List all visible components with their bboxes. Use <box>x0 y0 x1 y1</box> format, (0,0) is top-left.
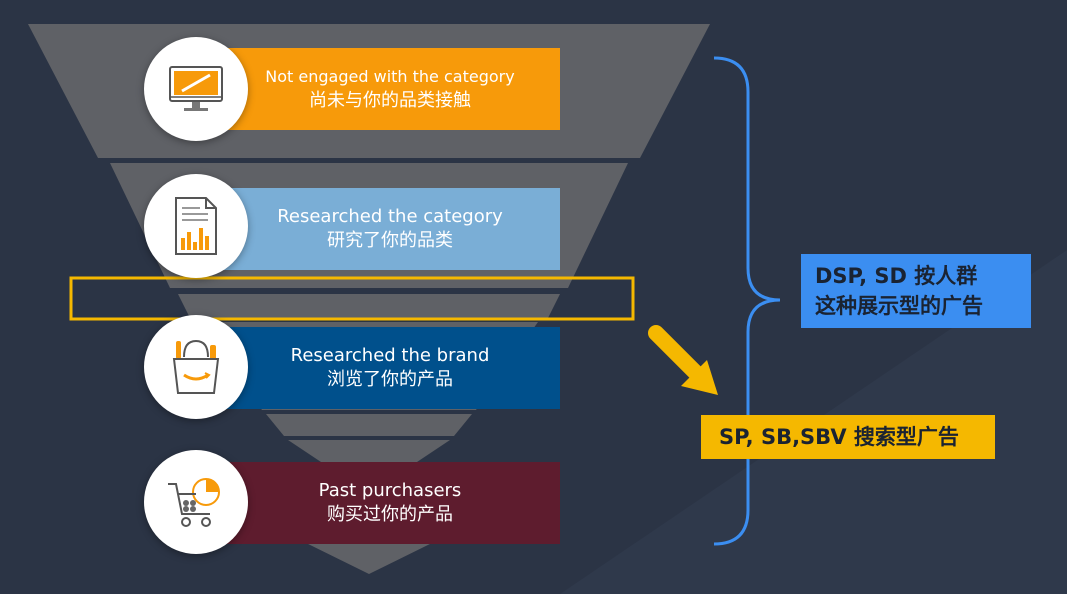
stage-bar-not-engaged: Not engaged with the category 尚未与你的品类接触 <box>220 48 560 130</box>
display-ads-label: DSP, SD 按人群 这种展示型的广告 <box>801 254 1031 328</box>
stage-zh-label: 尚未与你的品类接触 <box>309 90 471 111</box>
stage-en-label: Researched the brand <box>290 345 490 366</box>
stage-zh-label: 研究了你的品类 <box>327 230 453 251</box>
monitor-icon <box>169 66 223 111</box>
stage-zh-label: 浏览了你的产品 <box>327 369 453 390</box>
display-ads-line-2: 这种展示型的广告 <box>815 294 983 318</box>
shopping-cart-icon <box>168 478 220 527</box>
stage-bar-past-purchasers: Past purchasers 购买过你的产品 <box>220 462 560 544</box>
stage-en-label: Researched the category <box>277 206 503 227</box>
stage-en-label: Past purchasers <box>318 480 462 501</box>
arrow-shaft <box>648 325 704 381</box>
report-chart-icon <box>175 197 217 255</box>
funnel-layer-5 <box>266 414 472 436</box>
stage-icon-circle <box>144 450 248 554</box>
curly-bracket <box>713 56 781 546</box>
highlight-rectangle <box>69 276 635 321</box>
stage-bar-researched-category: Researched the category 研究了你的品类 <box>220 188 560 270</box>
stage-bar-researched-brand: Researched the brand 浏览了你的产品 <box>220 327 560 409</box>
funnel-layer-6 <box>288 440 450 464</box>
stage-icon-circle <box>144 315 248 419</box>
stage-zh-label: 购买过你的产品 <box>327 504 453 525</box>
funnel-layer-3 <box>178 294 560 318</box>
search-ads-label: SP, SB,SBV 搜索型广告 <box>701 415 995 459</box>
stage-en-label: Not engaged with the category <box>265 67 515 86</box>
stage-icon-circle <box>144 174 248 278</box>
stage-icon-circle <box>144 37 248 141</box>
display-ads-line-1: DSP, SD 按人群 <box>815 264 978 288</box>
shopping-bag-icon <box>172 339 220 394</box>
funnel-layer-7 <box>300 540 438 574</box>
arrow-head <box>681 360 718 395</box>
